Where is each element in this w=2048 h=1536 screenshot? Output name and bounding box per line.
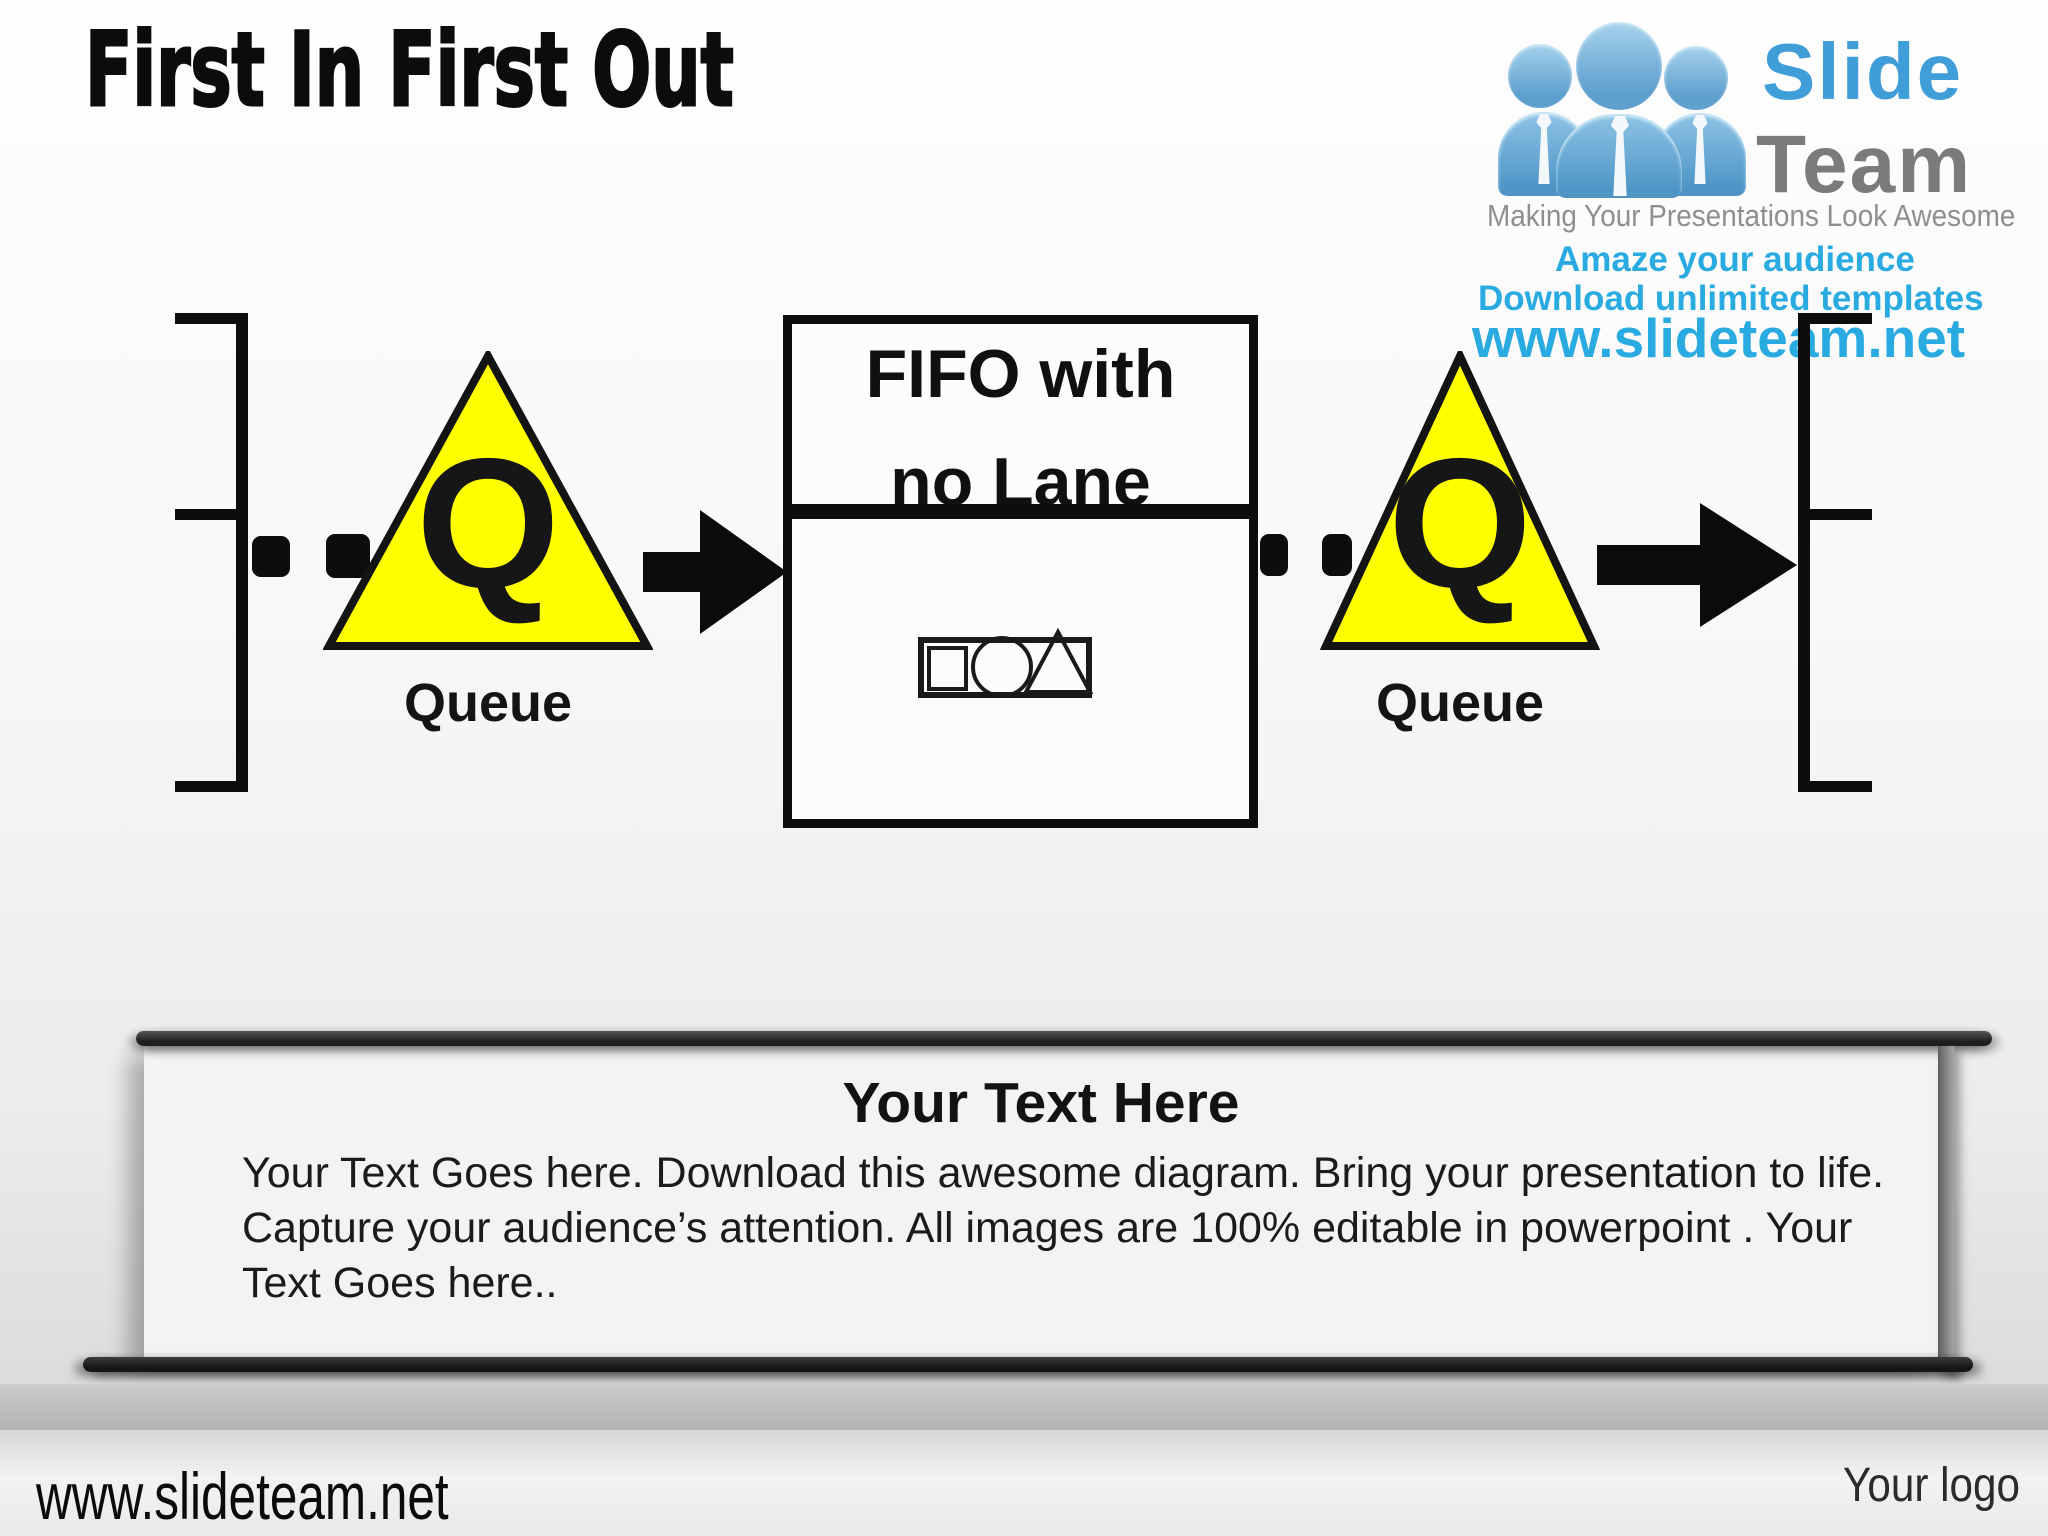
fifo-box-divider [783, 504, 1258, 519]
dash-segment [326, 534, 370, 578]
logo-tagline: Making Your Presentations Look Awesome [1487, 198, 2016, 233]
fifo-title-line2: no Lane [890, 444, 1151, 520]
left-bracket-bottom-cap [175, 781, 248, 792]
paragraph-line: Your Text Goes here. Download this aweso… [242, 1149, 1885, 1197]
lane-circle-icon [971, 636, 1033, 698]
paragraph-line: Capture your audience’s attention. All i… [242, 1204, 1853, 1252]
queue-label: Queue [403, 673, 573, 733]
text-panel-bottom-bar [83, 1357, 1973, 1372]
lane-triangle-icon [1022, 628, 1094, 694]
right-bracket-bottom-cap [1798, 781, 1872, 792]
right-bracket-top-cap [1798, 313, 1872, 324]
queue-triangle-icon [323, 351, 653, 650]
left-bracket-vertical [236, 313, 248, 792]
logo-promo-line1: Amaze your audience [1555, 240, 1915, 279]
slide-title: First In First Out [84, 10, 735, 131]
right-bracket-mid-tick [1810, 509, 1872, 520]
fifo-title-line1: FIFO with [865, 336, 1176, 412]
lane-square-icon [927, 646, 968, 691]
logo-website: www.slideteam.net [1472, 307, 1966, 369]
logo-promo-line2: Download unlimited templates [1478, 279, 1984, 318]
logo-brand-slide: Slide [1762, 27, 1964, 116]
left-bracket-top-cap [175, 313, 248, 324]
queue-symbol: Q [1388, 421, 1532, 627]
footer-background [0, 1430, 2048, 1536]
queue-symbol: Q [416, 421, 560, 627]
footer-your-logo: Your logo [1843, 1459, 2020, 1512]
dash-segment [1322, 534, 1352, 576]
text-panel-right-bar [1938, 1046, 1954, 1372]
dash-segment [252, 536, 290, 577]
left-bracket-mid-tick [175, 509, 236, 520]
text-panel-body [144, 1046, 1938, 1357]
text-panel-top-bar [136, 1031, 1992, 1046]
text-panel-heading: Your Text Here [842, 1071, 1240, 1135]
queue-label: Queue [1375, 673, 1545, 733]
queue-triangle-icon [1320, 351, 1600, 650]
fifo-process-box [783, 315, 1258, 828]
footer-website: www.slideteam.net [36, 1459, 449, 1533]
right-bracket-vertical [1798, 313, 1810, 792]
text-panel-paragraph: Your Text Goes here. Download this aweso… [242, 1146, 1902, 1311]
logo-brand-team: Team [1756, 119, 1973, 210]
dash-segment [1260, 534, 1288, 576]
footer-band [0, 1384, 2048, 1430]
paragraph-line: Text Goes here.. [242, 1259, 558, 1307]
